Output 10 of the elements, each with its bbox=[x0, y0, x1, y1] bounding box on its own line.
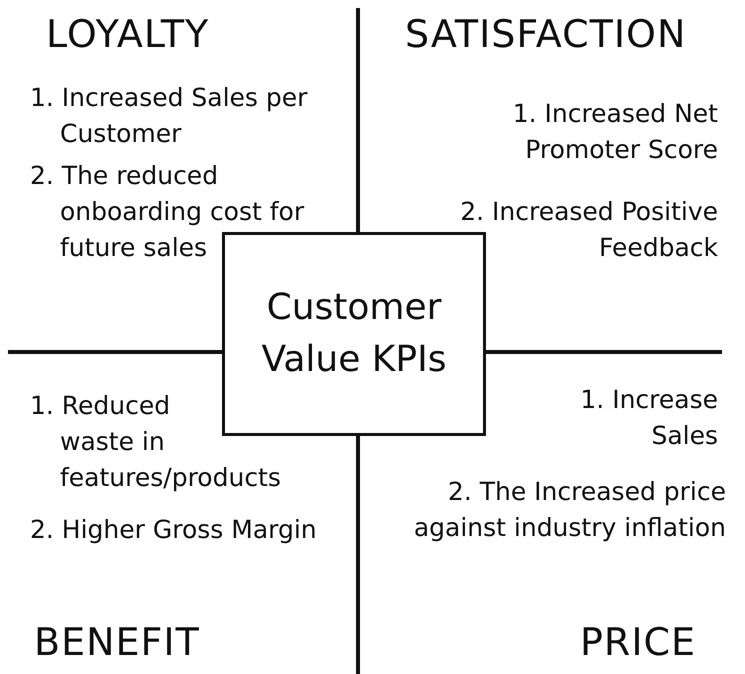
quadrant-title: SATISFACTION bbox=[405, 12, 686, 56]
list-item: 2. The Increased price against industry inflation bbox=[412, 476, 726, 544]
quadrant-title: LOYALTY bbox=[46, 12, 210, 56]
list-item: 1. Increased Sales per Customer bbox=[30, 82, 308, 150]
list-item: 1. Increased Net Promoter Score bbox=[512, 98, 718, 166]
list-item: 1. Increase Sales bbox=[579, 384, 718, 452]
quadrant-title: PRICE bbox=[580, 620, 696, 664]
list-item: 2. Higher Gross Margin bbox=[30, 514, 318, 546]
kpi-box: Customer Value KPIs bbox=[222, 232, 486, 436]
quadrant-title: BENEFIT bbox=[34, 620, 200, 664]
